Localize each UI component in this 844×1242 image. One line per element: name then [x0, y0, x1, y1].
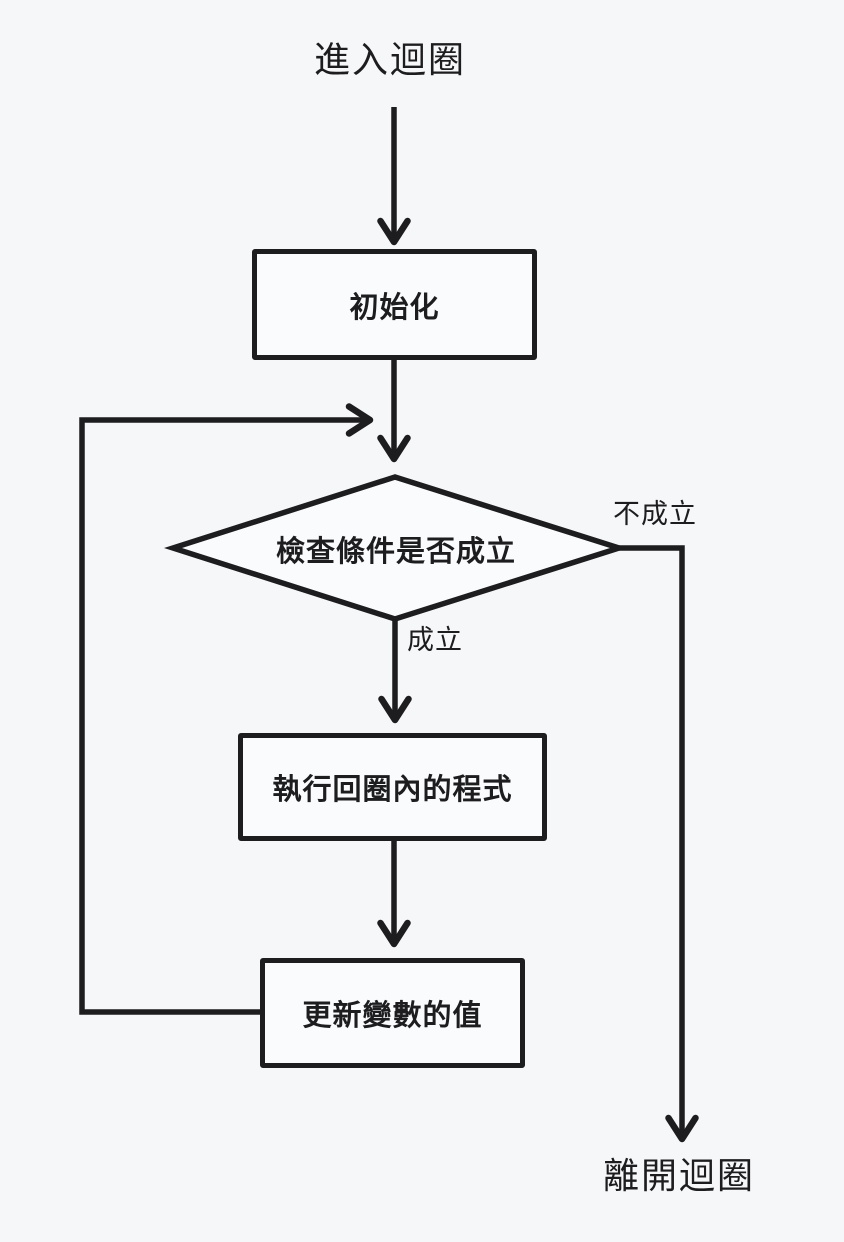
- node-condition: 檢查條件是否成立: [196, 478, 596, 620]
- arrowhead-condition-to-body: [378, 695, 412, 724]
- entry-label: 進入迴圈: [313, 39, 466, 80]
- exit-label: 離開迴圈: [602, 1155, 755, 1196]
- branch-false-label: 不成立: [613, 499, 697, 529]
- node-body-label: 執行回圈內的程式: [272, 774, 513, 806]
- arrowhead-update-loopback: [345, 403, 374, 437]
- node-update: 更新變數的值: [260, 958, 525, 1068]
- arrowhead-init-to-condition: [377, 434, 411, 463]
- node-body: 執行回圈內的程式: [238, 733, 547, 841]
- arrowhead-condition-to-exit: [665, 1114, 699, 1143]
- edge-condition-to-exit: [619, 545, 685, 1136]
- branch-true-label: 成立: [407, 625, 463, 655]
- condition-diamond: [163, 474, 629, 622]
- node-init-label: 初始化: [349, 291, 440, 324]
- edge-update-loopback: [79, 417, 366, 1015]
- arrowhead-body-to-update: [377, 919, 411, 948]
- node-init: 初始化: [252, 249, 537, 360]
- arrowhead-entry-to-init: [377, 217, 411, 246]
- node-update-label: 更新變數的值: [302, 1000, 483, 1032]
- node-condition-label: 檢查條件是否成立: [275, 536, 516, 568]
